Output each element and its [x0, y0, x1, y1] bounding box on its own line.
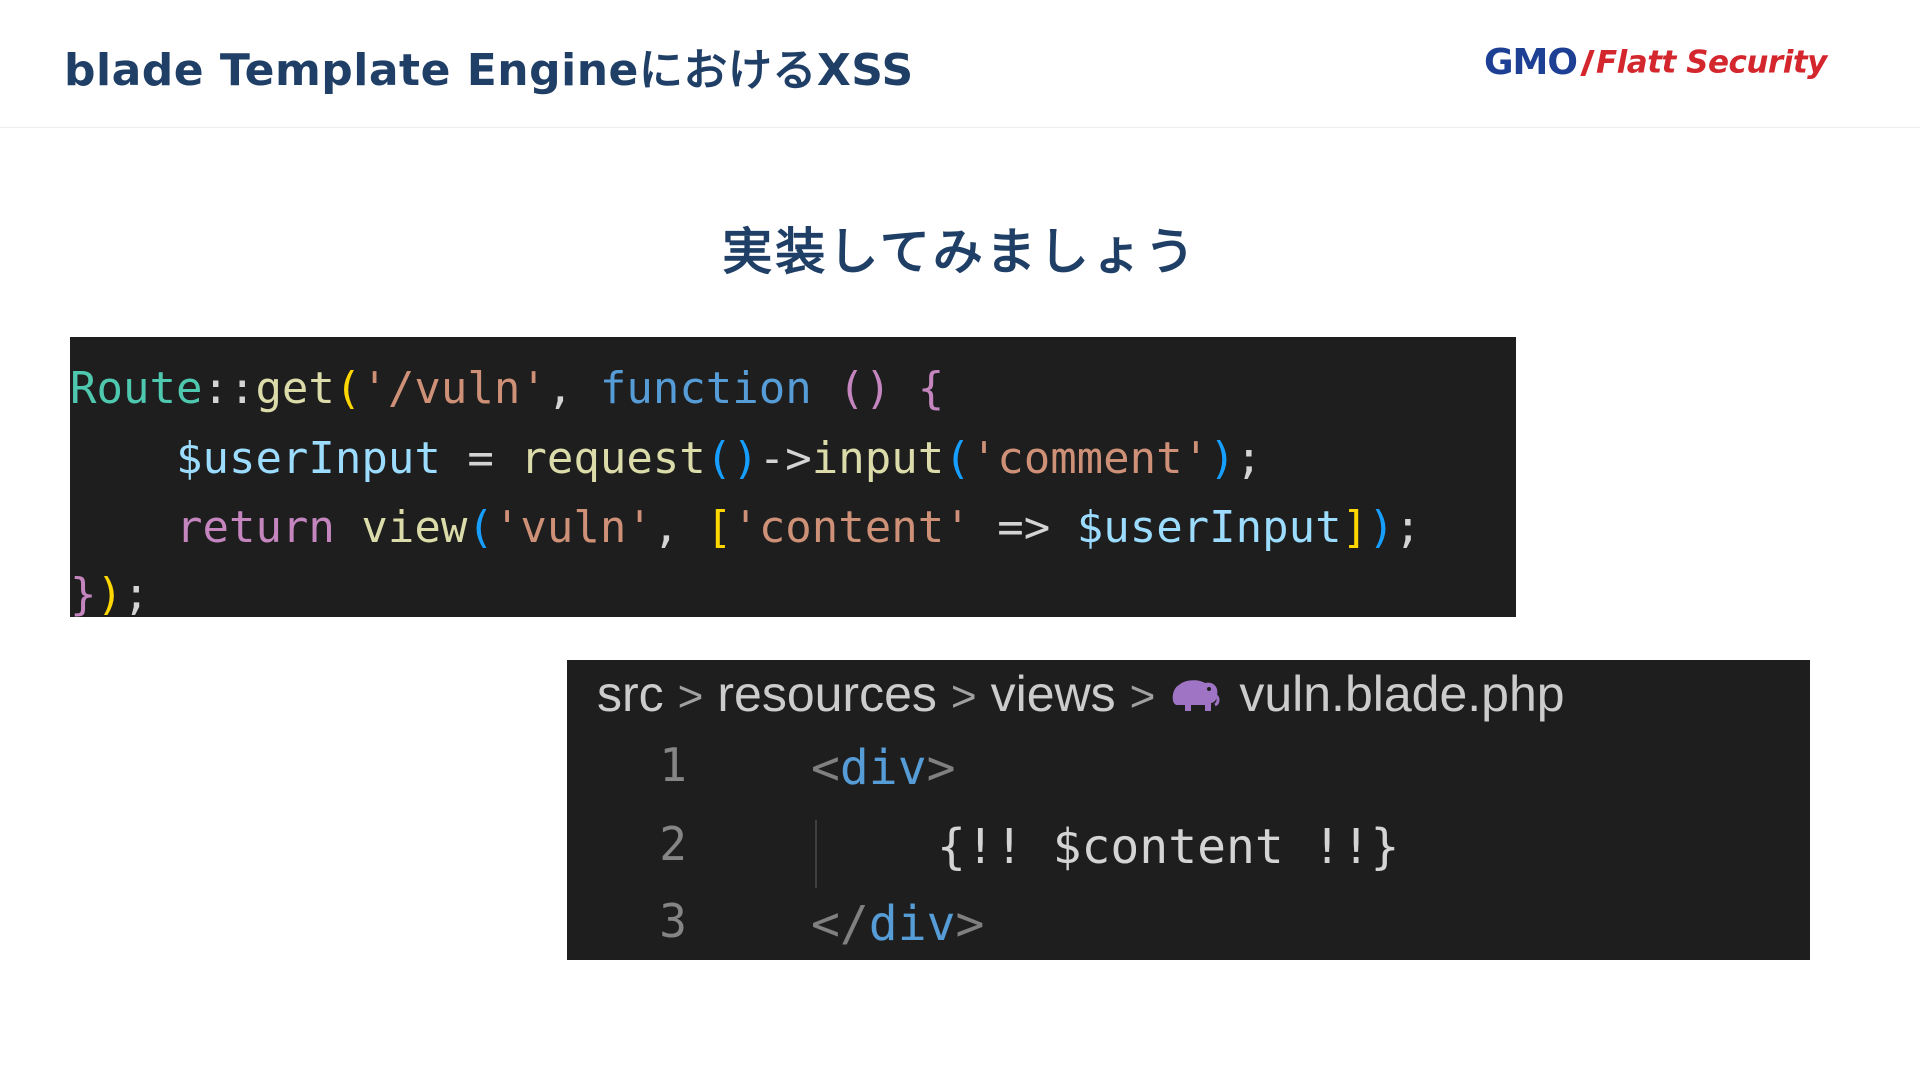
breadcrumb-item-file[interactable]: vuln.blade.php — [1239, 666, 1565, 722]
token-var: $userInput — [175, 433, 441, 484]
tag-open-punc: </ — [811, 896, 869, 952]
token-arrow: => — [970, 502, 1077, 553]
token-space — [812, 363, 839, 414]
token-arrow: -> — [758, 433, 812, 484]
token-close: ) — [1209, 433, 1236, 484]
token-comma: , — [652, 502, 706, 553]
token-route: Route — [70, 363, 203, 414]
breadcrumb: src > resources > views > vuln.blade.php — [597, 660, 1565, 728]
gmo-flatt-security-logo: GMO Flatt Security — [1484, 42, 1827, 88]
token-arg: 'comment' — [970, 433, 1210, 484]
token-brace: } — [70, 569, 97, 620]
token-view: view — [361, 502, 468, 553]
breadcrumb-separator: > — [677, 672, 704, 721]
code-line-2: $userInput = request()->input('comment')… — [70, 429, 1262, 489]
token-paren: ( — [334, 363, 362, 414]
logo-flatt-text: Flatt Security — [1595, 44, 1827, 81]
tag-open-punc: < — [811, 740, 840, 796]
indent-guide — [815, 820, 817, 888]
token-input: input — [811, 433, 945, 484]
route-code-block: Route::get('/vuln', function () { $userI… — [70, 337, 1516, 620]
token-space — [335, 502, 362, 553]
token-key: 'content' — [732, 502, 971, 553]
token-path: '/vuln' — [361, 363, 547, 414]
breadcrumb-separator: > — [950, 672, 977, 721]
token-get: get — [255, 363, 335, 414]
line-number-1: 1 — [659, 738, 687, 792]
token-indent — [70, 433, 176, 484]
tag-name: div — [839, 740, 927, 796]
code-line-3: return view('vuln', ['content' => $userI… — [70, 498, 1421, 558]
breadcrumb-item-src[interactable]: src — [597, 666, 664, 722]
token-brace: { — [891, 363, 945, 414]
token-close-bracket: ] — [1341, 502, 1369, 553]
editor-line-1: <div> — [811, 738, 956, 798]
logo-slash-mark — [1580, 49, 1595, 76]
token-arg1: 'vuln' — [493, 502, 653, 553]
token-value: $userInput — [1076, 502, 1342, 553]
header-title: blade Template EngineにおけるXSS — [64, 45, 914, 96]
tag-close-punc: > — [926, 740, 956, 796]
editor-line-3: </div> — [811, 894, 984, 954]
token-return: return — [175, 502, 335, 553]
breadcrumb-item-views[interactable]: views — [990, 666, 1116, 722]
token-indent — [70, 502, 176, 553]
token-paren: ) — [96, 569, 124, 620]
token-open: ( — [944, 433, 971, 484]
token-scope: :: — [202, 363, 256, 414]
logo-gmo-text: GMO — [1484, 42, 1578, 83]
blade-unescaped-echo: {!! $content !!} — [937, 819, 1400, 875]
tag-name: div — [868, 896, 956, 952]
token-semi: ; — [1235, 433, 1263, 484]
tag-close-punc: > — [955, 896, 985, 952]
token-open-bracket: [ — [705, 502, 733, 553]
slide-heading: 実装してみましょう — [722, 223, 1198, 281]
token-semi: ; — [1394, 502, 1422, 553]
token-function: function — [599, 363, 812, 414]
slide-header: blade Template EngineにおけるXSS GMO Flatt Se… — [0, 0, 1920, 128]
blade-editor: src>resources>views> vuln.blade.php 1 <d… — [567, 660, 1810, 960]
token-comma: , — [546, 363, 600, 414]
line-number-2: 2 — [659, 817, 687, 871]
token-semi: ; — [123, 569, 150, 620]
elephant-icon — [1173, 680, 1220, 711]
token-params: () — [838, 363, 892, 414]
token-open: ( — [467, 502, 494, 553]
code-line-4: }); — [70, 565, 150, 625]
token-assign: = — [440, 433, 521, 484]
code-line-1: Route::get('/vuln', function () { — [70, 359, 944, 419]
editor-line-2: {!! $content !!} — [937, 817, 1399, 877]
token-parens: () — [705, 433, 759, 484]
token-request: request — [520, 433, 706, 484]
breadcrumb-item-resources[interactable]: resources — [717, 666, 937, 722]
token-close: ) — [1368, 502, 1395, 553]
breadcrumb-separator: > — [1129, 672, 1156, 721]
line-number-3: 3 — [659, 894, 687, 948]
